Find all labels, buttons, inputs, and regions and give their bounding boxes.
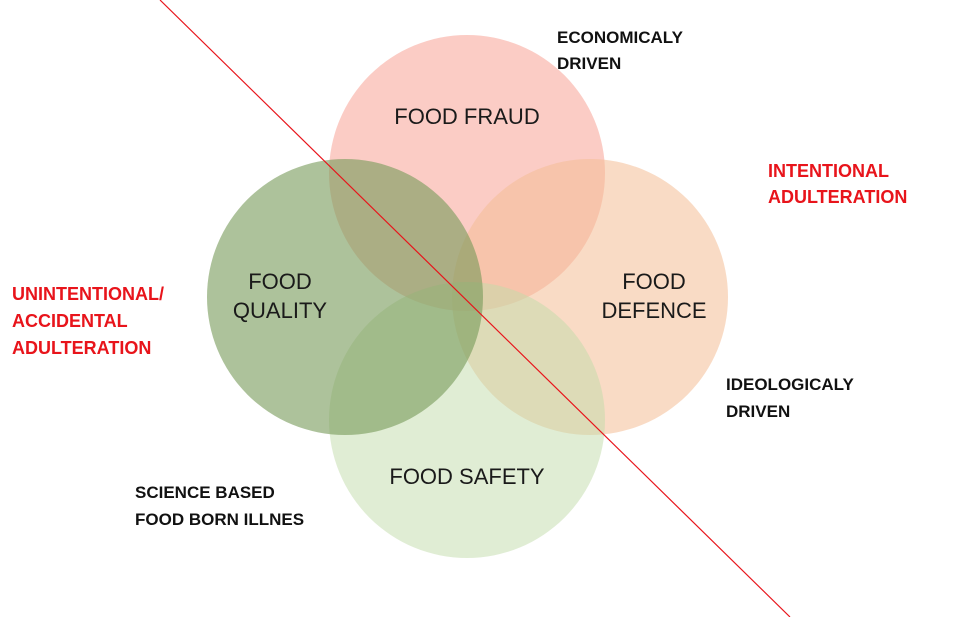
science-based-line1: SCIENCE BASED [135, 483, 275, 502]
science-based-line2: FOOD BORN ILLNES [135, 510, 304, 529]
unintentional-adulteration-line2: ACCIDENTAL [12, 311, 128, 331]
food-fraud-label: FOOD FRAUD [394, 104, 539, 129]
food-defence-label-line2: DEFENCE [601, 298, 706, 323]
divider-line [159, 0, 791, 617]
food-defence-label-line1: FOOD [622, 269, 686, 294]
intentional-adulteration-line2: ADULTERATION [768, 187, 907, 207]
ideologically-driven-line2: DRIVEN [726, 402, 790, 421]
circle-food-quality [207, 159, 483, 435]
unintentional-adulteration-line1: UNINTENTIONAL/ [12, 284, 164, 304]
intentional-adulteration-line1: INTENTIONAL [768, 161, 889, 181]
food-quality-label-line2: QUALITY [233, 298, 327, 323]
food-safety-label: FOOD SAFETY [389, 464, 545, 489]
food-quality-label-line1: FOOD [248, 269, 312, 294]
unintentional-adulteration-line3: ADULTERATION [12, 338, 151, 358]
ideologically-driven-line1: IDEOLOGICALY [726, 375, 854, 394]
economically-driven-line2: DRIVEN [557, 54, 621, 73]
economically-driven-line1: ECONOMICALY [557, 28, 684, 47]
